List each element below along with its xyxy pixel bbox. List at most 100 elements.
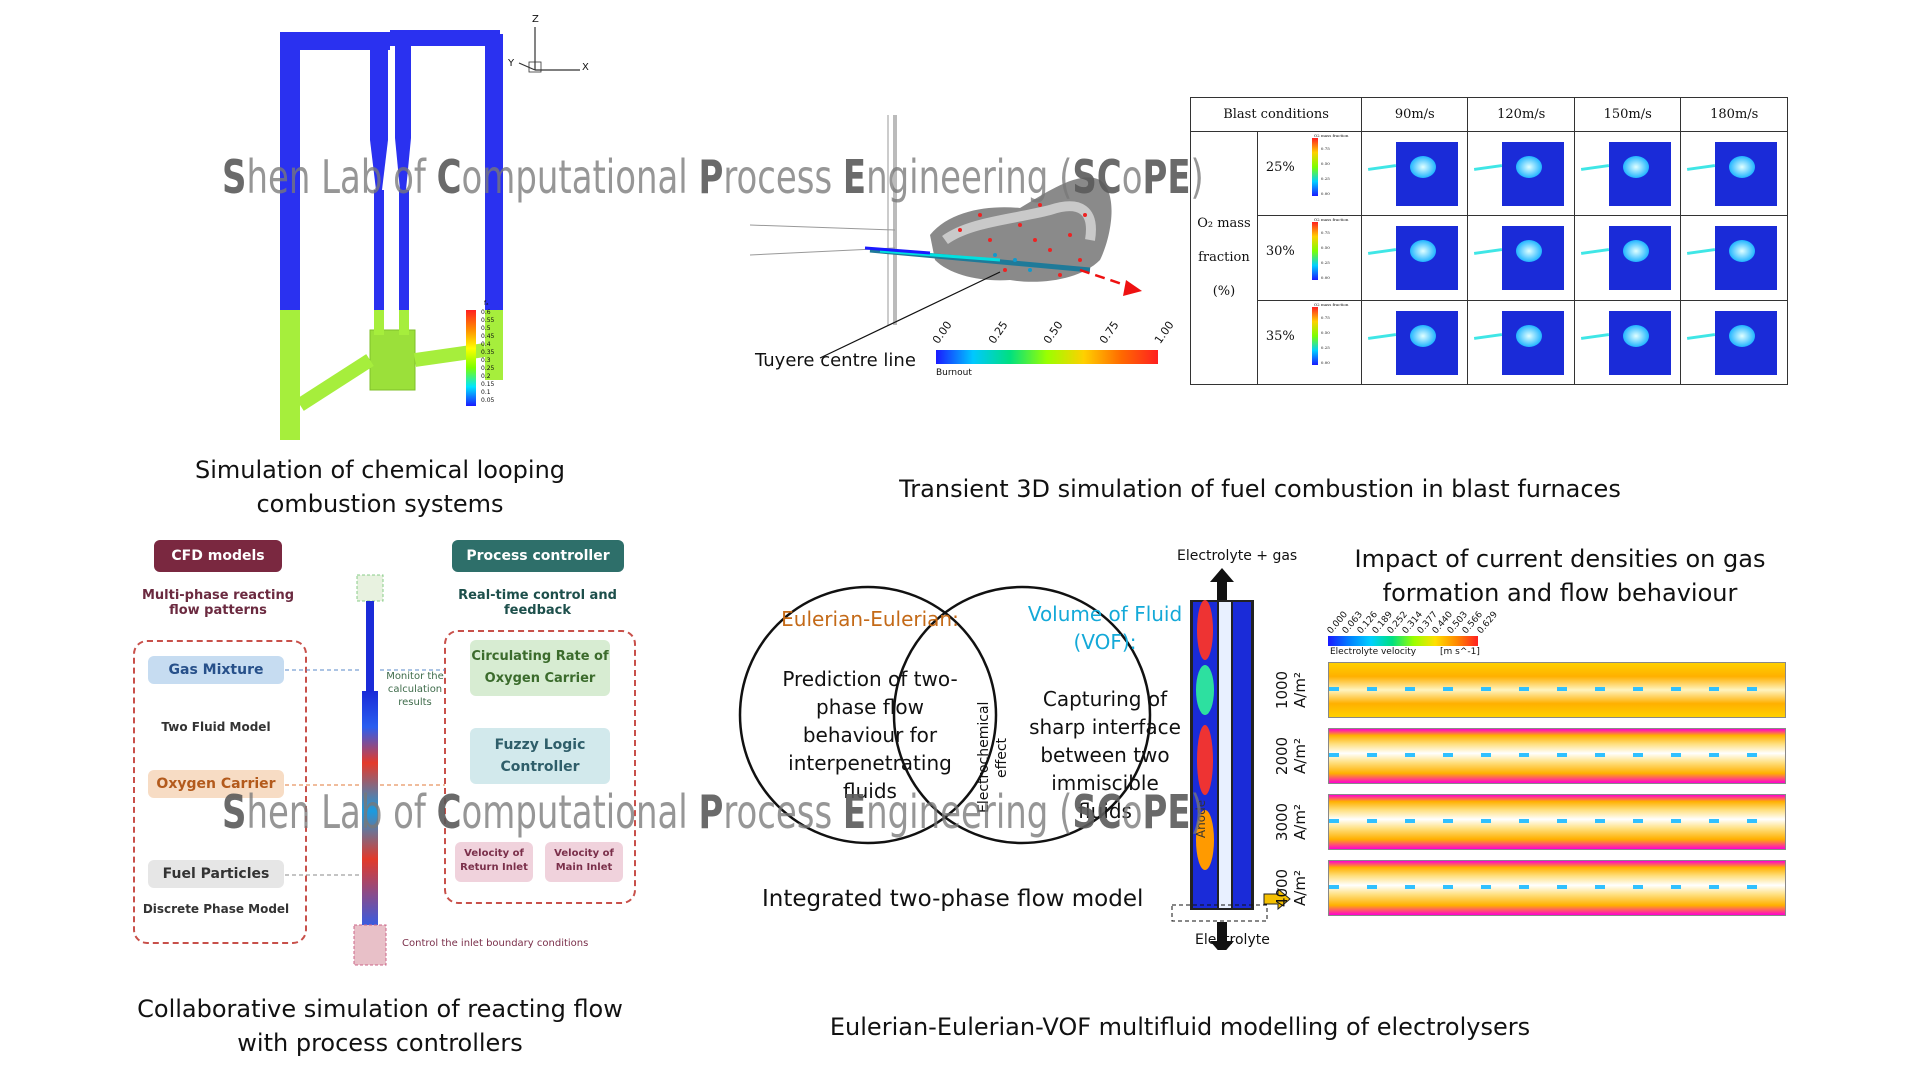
legend-tick: 0.3 <box>481 357 491 364</box>
ee-text: Prediction of two-phase flow behaviour f… <box>782 667 958 803</box>
simulation-cell <box>1467 299 1575 386</box>
legend-tick: 0.1 <box>481 389 491 396</box>
velocity-label: Electrolyte velocity <box>1330 647 1417 657</box>
flow-plot-4000 <box>1328 860 1786 916</box>
legend-tick: 0.2 <box>481 373 491 380</box>
axis-z-label: Z <box>532 14 539 25</box>
legend-tick: 0.05 <box>481 397 495 404</box>
axis-triad <box>518 27 580 73</box>
cfd-dashed-group <box>133 640 307 944</box>
caption-blast-furnace: Transient 3D simulation of fuel combusti… <box>899 475 1621 503</box>
volume-fraction-colorbar <box>466 310 476 406</box>
gas-mixture-box: Gas Mixture <box>148 656 284 684</box>
legend-tick: 0.15 <box>481 381 495 388</box>
caption-chemical-looping: Simulation of chemical looping combustio… <box>194 456 566 518</box>
vof-text: Capturing of sharp interface between two… <box>1029 687 1181 823</box>
oxygen-carrier-box: Oxygen Carrier <box>148 770 284 798</box>
simulation-cell <box>1573 130 1682 217</box>
legend-tick: 0.45 <box>481 333 495 340</box>
flow-plot-2000 <box>1328 728 1786 784</box>
controller-dashed-group <box>444 630 636 904</box>
anode-label: Anode <box>1194 799 1209 839</box>
electrochemical-label: Electrochemical effect <box>976 701 1010 813</box>
cfd-subtitle: Multi-phase reacting flow patterns <box>141 588 295 618</box>
simulation-cell <box>1467 215 1575 301</box>
vof-title: Volume of Fluid (VOF): <box>1027 602 1183 654</box>
watermark-part: S <box>222 150 247 204</box>
tuyere-pointer <box>819 271 1001 359</box>
legend-tick: 0.35 <box>481 349 495 356</box>
caption-electrolysers: Eulerian-Eulerian-VOF multifluid modelli… <box>829 1013 1531 1041</box>
ee-title: Eulerian-Eulerian: <box>781 607 959 631</box>
two-fluid-label: Two Fluid Model <box>161 720 271 734</box>
velocity-main-box: Velocity of Main Inlet <box>545 842 623 882</box>
cyclone-left-cone <box>370 140 388 190</box>
electrolyte-gas-label: Electrolyte + gas <box>1177 548 1298 564</box>
simulation-cell <box>1680 215 1788 301</box>
cross-duct-left <box>280 32 390 50</box>
riser-left <box>280 40 300 310</box>
leg-right <box>485 310 503 380</box>
legend-tick: 0.25 <box>481 365 495 372</box>
fuel-reactor <box>369 329 416 391</box>
simulation-cell <box>1680 130 1788 217</box>
watermark-part: P <box>698 785 724 839</box>
th-blast-conditions: Blast conditions <box>1189 97 1363 132</box>
axis-y-label: Y <box>508 58 515 69</box>
axis-x-label: X <box>582 62 589 73</box>
control-inlet-text: Control the inlet boundary conditions <box>402 938 589 949</box>
simulation-cell <box>1361 215 1469 301</box>
watermark-part: P <box>698 150 724 204</box>
riser-contour <box>353 574 387 966</box>
process-controller-title: Process controller <box>452 540 624 572</box>
simulation-cell <box>1573 215 1682 301</box>
legend-tick: 0.6 <box>481 309 491 316</box>
integrated-label: Integrated two-phase flow model <box>762 886 1144 912</box>
burnout-colorbar <box>936 350 1158 364</box>
blast-furnace-plume <box>750 115 1142 359</box>
burnout-title: Burnout <box>936 368 972 378</box>
particle-dots <box>958 203 1087 277</box>
venn-diagram <box>738 585 1152 845</box>
cyclone-right-cone <box>395 138 411 190</box>
cyclone-left <box>370 40 388 140</box>
loop-seal-left <box>296 354 374 411</box>
legend-tick: 0.55 <box>481 317 495 324</box>
simulation-cell <box>1361 130 1469 217</box>
fuel-particles-box: Fuel Particles <box>148 860 284 888</box>
leg-left <box>280 310 300 440</box>
th-150: 150m/s <box>1573 97 1682 132</box>
fuzzy-logic-box: Fuzzy Logic Controller <box>470 728 610 784</box>
connector-lines <box>285 669 445 876</box>
th-120: 120m/s <box>1467 97 1575 132</box>
row-group-label: O₂ mass fraction (%) <box>1190 131 1258 385</box>
controller-subtitle: Real-time control and feedback <box>458 588 617 618</box>
riser-right <box>485 34 503 310</box>
th-180: 180m/s <box>1680 97 1788 132</box>
velocity-colorbar <box>1328 636 1478 646</box>
flow-plot-3000 <box>1328 794 1786 850</box>
simulation-cell <box>1361 299 1469 386</box>
impact-title: Impact of current densities on gas forma… <box>1354 545 1766 607</box>
legend-tick: 0.4 <box>481 341 491 348</box>
tuyere-label: Tuyere centre line <box>755 350 916 371</box>
simulation-cell <box>1467 130 1575 217</box>
simulation-cell <box>1573 299 1682 386</box>
outflow-arrow <box>1263 888 1291 910</box>
legend-tick: 0.5 <box>481 325 491 332</box>
cross-duct-right <box>390 30 500 46</box>
chemical-looping-geometry <box>280 30 503 440</box>
blast-conditions-table: Blast conditions 90m/s 120m/s 150m/s 180… <box>1189 97 1788 386</box>
th-90: 90m/s <box>1361 97 1469 132</box>
velocity-unit: [m s^-1] <box>1440 647 1480 657</box>
